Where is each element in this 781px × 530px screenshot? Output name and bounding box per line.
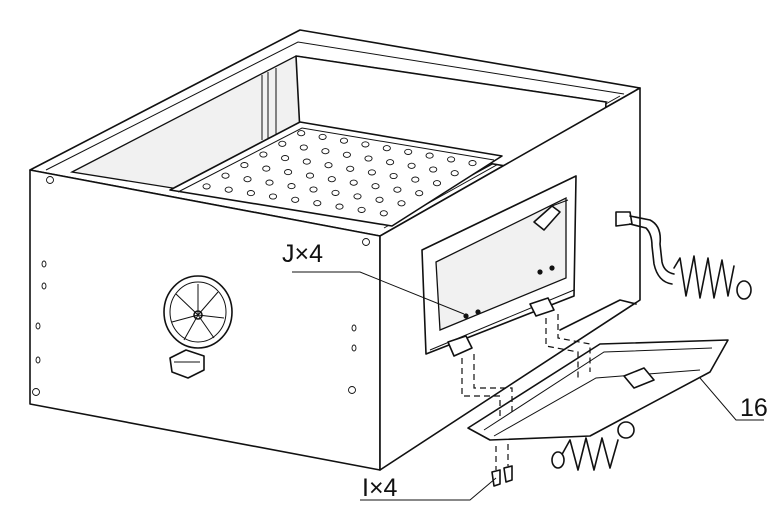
tray-hole xyxy=(386,159,395,166)
side-service-window xyxy=(421,175,577,357)
i-screw-icon xyxy=(491,465,513,487)
tray-hole xyxy=(305,172,315,179)
tray-hole xyxy=(375,196,384,203)
tray-hole xyxy=(342,151,351,158)
tray-hole xyxy=(397,200,406,207)
tray-hole xyxy=(353,193,362,200)
tray-hole xyxy=(371,183,380,190)
tray-hole xyxy=(299,144,308,151)
tray-hole xyxy=(287,183,296,190)
callout-j-screws: J×4 xyxy=(282,240,323,268)
tray-hole xyxy=(278,140,287,147)
tray-hole xyxy=(349,179,358,186)
front-panel-fasteners xyxy=(32,176,370,396)
tray-hole xyxy=(259,151,268,158)
tray-hole xyxy=(346,165,355,172)
tray-hole xyxy=(357,206,366,213)
tray-hole xyxy=(335,203,344,210)
tray-hole xyxy=(302,158,311,165)
tray-hole xyxy=(243,176,252,183)
tray-hole xyxy=(450,170,459,177)
tray-hole xyxy=(429,166,438,173)
tray-hole xyxy=(379,210,388,217)
tray-hole xyxy=(321,148,330,155)
control-knob-icon xyxy=(163,275,233,379)
tray-hole xyxy=(246,190,255,197)
tray-hole xyxy=(361,141,370,148)
tray-hole xyxy=(202,183,211,190)
tray-hole xyxy=(331,189,340,196)
callout-leaders xyxy=(292,271,764,501)
tray-hole xyxy=(411,176,420,183)
tray-hole xyxy=(268,193,278,200)
tray-hole xyxy=(425,152,434,159)
tray-hole xyxy=(389,172,398,180)
tray-hole xyxy=(297,130,306,137)
tray-hole xyxy=(324,162,333,169)
assembly-guide-lines xyxy=(461,314,591,470)
tray-hole xyxy=(281,155,290,162)
tray-hole xyxy=(404,148,413,155)
tray-hole xyxy=(221,172,230,179)
tray-hole xyxy=(339,137,349,144)
tray-hole xyxy=(447,156,456,163)
tray-hole xyxy=(327,176,336,183)
tray-hole xyxy=(393,186,402,193)
callout-i-screws: I×4 xyxy=(362,474,398,502)
side-burner-pipe xyxy=(615,211,752,300)
tray-hole xyxy=(224,186,233,193)
tray-hole xyxy=(407,162,416,169)
callout-part-16: 16 xyxy=(740,394,768,422)
tray-hole xyxy=(382,145,391,152)
tray-hole xyxy=(367,169,376,176)
tray-hole xyxy=(309,186,318,193)
tray-hole xyxy=(265,179,274,186)
tray-hole xyxy=(364,155,373,162)
drip-tray-part xyxy=(467,339,729,471)
tray-hole xyxy=(291,196,300,203)
tray-hole xyxy=(432,180,442,187)
tray-hole xyxy=(284,169,293,176)
tray-hole xyxy=(262,165,271,172)
tray-hole xyxy=(415,190,424,197)
tray-hole xyxy=(468,160,477,167)
tray-hole xyxy=(240,162,249,169)
tray-hole xyxy=(313,200,322,207)
tray-hole xyxy=(318,133,327,140)
tray-perforations xyxy=(202,130,477,217)
